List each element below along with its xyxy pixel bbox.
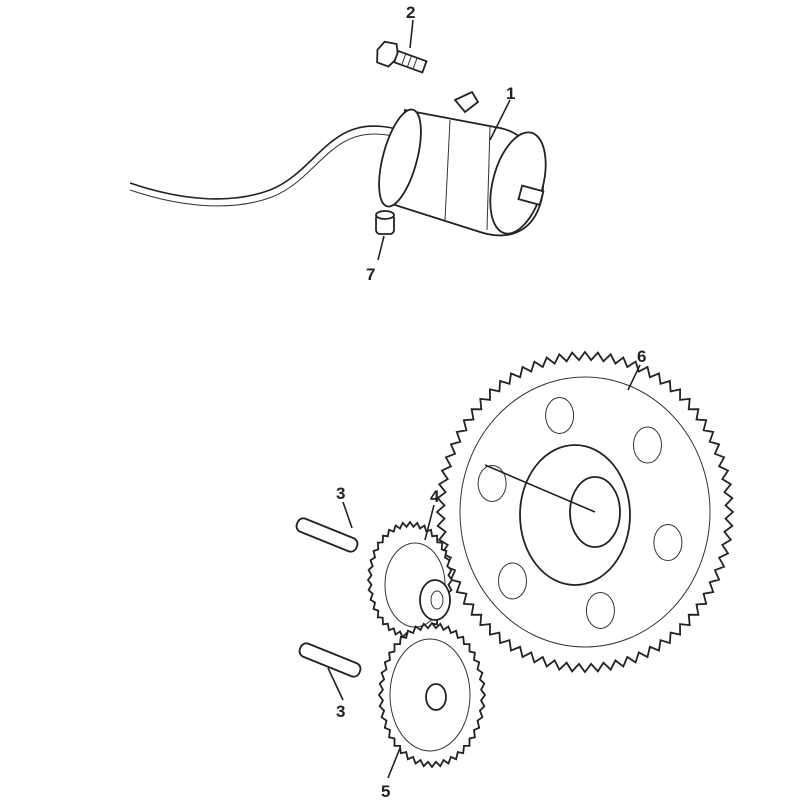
pin-upper[interactable] xyxy=(295,517,360,554)
callout-3-lower: 3 xyxy=(336,702,345,721)
leader-3a xyxy=(342,501,353,529)
motor-wire-inner xyxy=(129,133,401,207)
leader-3b xyxy=(327,667,344,701)
starter-motor[interactable] xyxy=(371,90,556,240)
bolt[interactable] xyxy=(373,39,428,79)
pin-lower[interactable] xyxy=(298,642,363,679)
callout-3-upper: 3 xyxy=(336,484,345,503)
leader-5 xyxy=(387,747,401,779)
leader-4 xyxy=(424,504,435,541)
callout-7: 7 xyxy=(366,265,375,284)
leader-6b xyxy=(484,464,596,513)
motor-wire xyxy=(129,125,401,200)
callout-5: 5 xyxy=(381,782,390,800)
sleeve[interactable] xyxy=(375,210,395,235)
callout-1: 1 xyxy=(506,84,515,103)
ring-gear-hole xyxy=(545,396,575,434)
ring-gear-hole xyxy=(498,562,528,600)
ring-gear-hole xyxy=(477,464,507,502)
reduction-gear[interactable] xyxy=(377,621,487,769)
callout-6: 6 xyxy=(637,347,646,366)
leader-6 xyxy=(627,364,641,391)
leader-1 xyxy=(489,99,511,141)
starter-ring-gear[interactable] xyxy=(435,350,735,674)
ring-gear-hole xyxy=(653,524,683,562)
callout-2: 2 xyxy=(406,3,415,22)
idler-gear[interactable] xyxy=(366,520,454,640)
callout-4: 4 xyxy=(430,487,440,506)
leader-7 xyxy=(377,235,385,261)
ring-gear-hole xyxy=(632,426,662,464)
ring-gear-hole xyxy=(585,592,615,630)
leader-2 xyxy=(409,19,414,49)
